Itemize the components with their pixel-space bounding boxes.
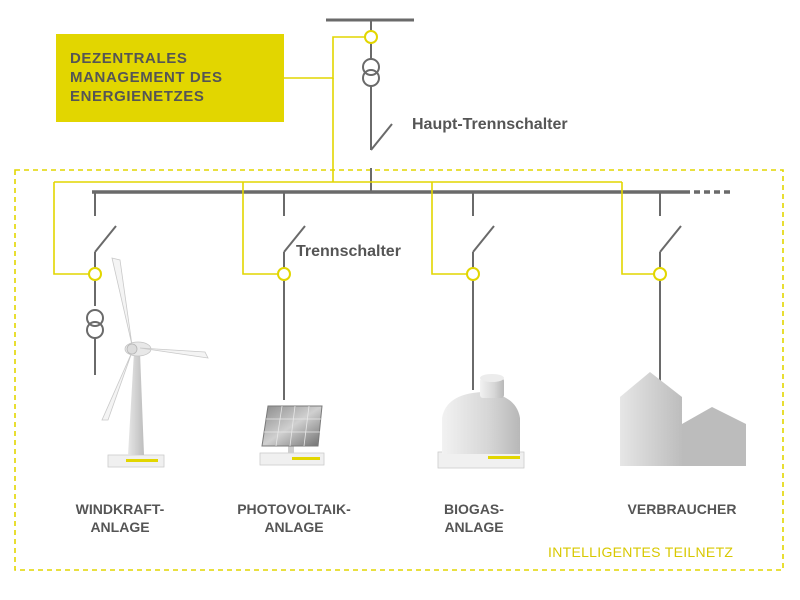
management-box: DEZENTRALES MANAGEMENT DES ENERGIENETZES — [56, 34, 284, 122]
branch-wind — [86, 192, 117, 375]
biogas-tank-icon — [437, 374, 525, 469]
branch-pv — [277, 192, 306, 400]
unit-label-pv: PHOTOVOLTAIK- ANLAGE — [237, 501, 351, 535]
branch-biogas — [466, 192, 495, 390]
management-title: DEZENTRALES MANAGEMENT DES ENERGIENETZES — [70, 50, 223, 105]
control-node — [277, 267, 291, 281]
wind-turbine-icon — [101, 257, 209, 468]
wind-transformer-icon — [86, 309, 104, 339]
control-node — [466, 267, 480, 281]
subnet-label: INTELLIGENTES TEILNETZ — [548, 544, 734, 560]
unit-label-biogas: BIOGAS- ANLAGE — [444, 501, 504, 535]
switch-label: Trennschalter — [296, 243, 401, 260]
control-lines — [53, 36, 654, 275]
solar-panel-icon — [259, 405, 325, 466]
main-control-node — [364, 30, 378, 44]
main-switch-label: Haupt-Trennschalter — [412, 116, 568, 133]
main-transformer-icon — [362, 58, 380, 87]
subnet-frame — [14, 169, 784, 571]
main-switch-blade — [370, 123, 393, 151]
control-node — [88, 267, 102, 281]
building-icon — [620, 372, 746, 466]
unit-label-wind: WINDKRAFT- ANLAGE — [75, 501, 165, 535]
control-node — [653, 267, 667, 281]
unit-label-consumer: VERBRAUCHER — [627, 501, 737, 517]
